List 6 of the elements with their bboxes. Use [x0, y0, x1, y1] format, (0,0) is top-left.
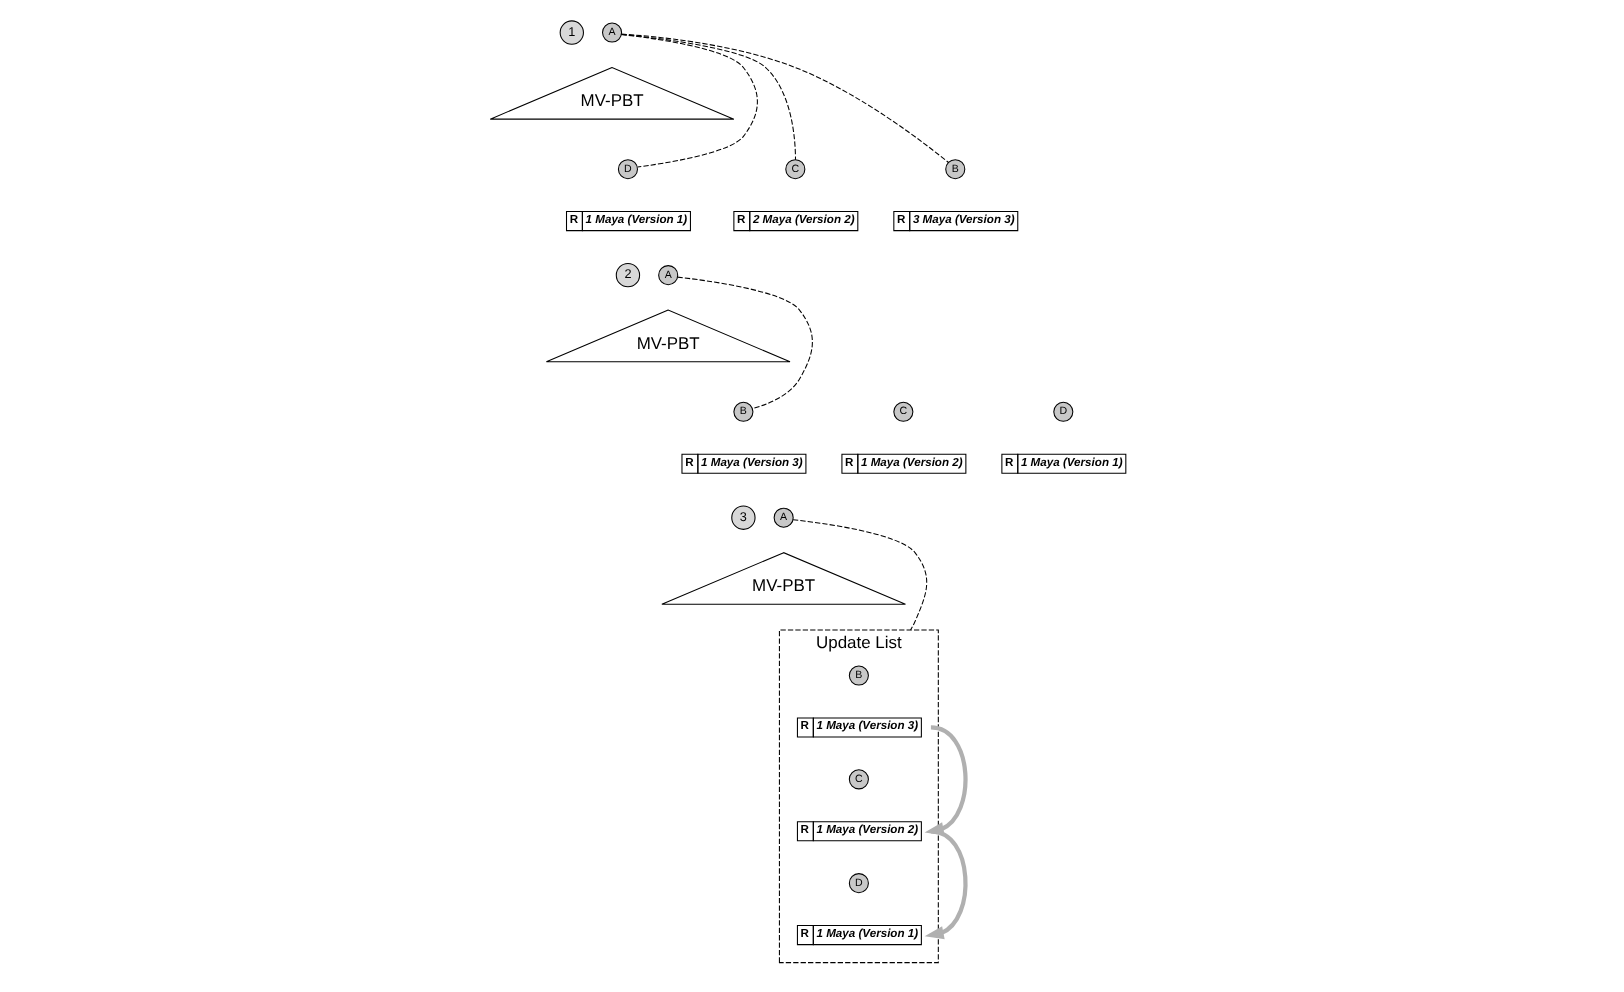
connector: [621, 33, 797, 161]
connector: [792, 519, 928, 631]
connector: [677, 276, 813, 410]
connector: [620, 34, 758, 168]
arrow: [924, 829, 968, 940]
connector: [621, 33, 949, 163]
